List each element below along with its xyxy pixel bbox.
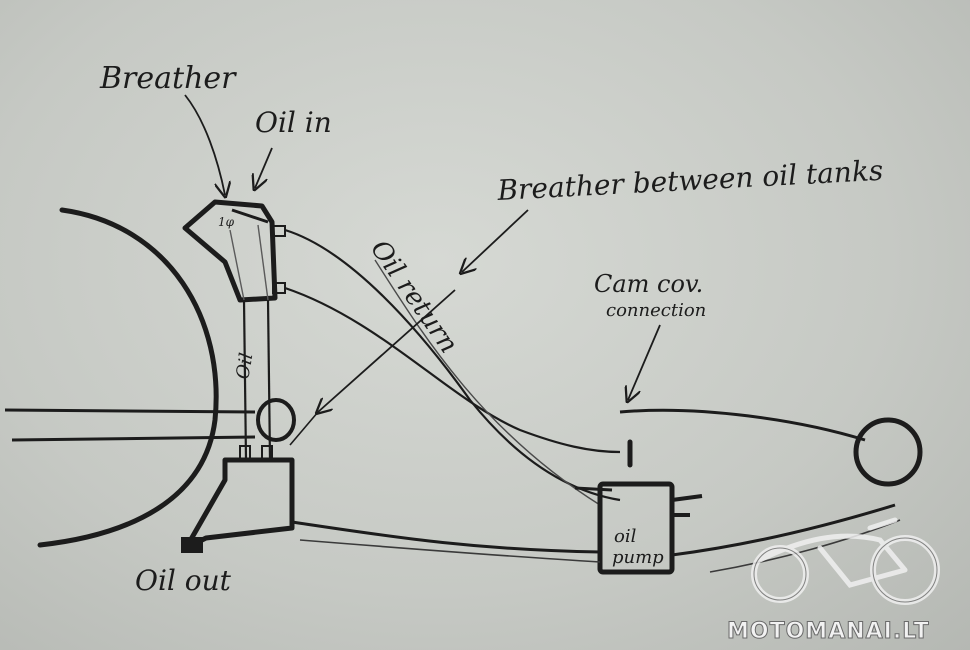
label-camcov-line1: Cam cov. [594,270,703,298]
oil-pump-arm [671,494,703,517]
engine-line-lower2 [709,519,901,573]
oil-pump-body [597,481,675,575]
oil-return-line-2 [284,286,621,454]
breather-between-line [289,411,319,446]
oil-in-arrow [255,147,273,188]
lower-fitting-top2 [261,445,273,461]
feed-line-inner2 [229,229,245,301]
breather-arrow [184,94,225,195]
breather-between-arrow-1 [462,209,529,272]
lower-oil-tank [183,457,295,551]
label-breather: Breather [99,61,237,96]
oil-return-line [284,228,621,502]
watermark-text: MOTOMANAI.LT [727,619,930,644]
oil-pump-inlet [574,486,613,492]
label-oil-return: Oil return [364,235,463,359]
engine-line-lower [671,503,896,557]
label-oil-in: Oil in [255,106,332,139]
label-oil-pump-line1: oil [614,526,637,547]
engine-line-upper [619,408,866,442]
crank-circle [853,417,923,487]
label-oil-pump-line2: pump [612,547,664,568]
watermark-logo [751,517,940,605]
crossing-line [374,259,601,506]
camcov-arrow [628,324,661,400]
frame-tube-lower [11,435,256,442]
label-oil-feed: Oil [232,351,257,381]
oil-out-fitting [181,537,203,553]
upper-oil-tank [182,199,278,303]
label-camcov-line2: connection [606,300,706,321]
feed-line-inner [257,224,269,301]
connector-ring [256,398,296,442]
watermark-frame-icon [757,517,908,588]
feed-line-right [266,299,272,461]
breather-between-arrow-2 [318,289,456,412]
lower-fitting-top [239,445,251,461]
oil-out-line-2 [299,539,601,563]
frame-tube-upper [4,408,256,414]
oil-out-line [291,520,601,554]
label-breather-between: Breather between oil tanks [496,154,884,207]
upper-tank-cap [231,208,269,224]
feed-line-left [242,299,248,461]
frame-arc [37,207,219,548]
tank-mark: 1φ [218,215,235,229]
label-oil-out: Oil out [135,564,232,597]
